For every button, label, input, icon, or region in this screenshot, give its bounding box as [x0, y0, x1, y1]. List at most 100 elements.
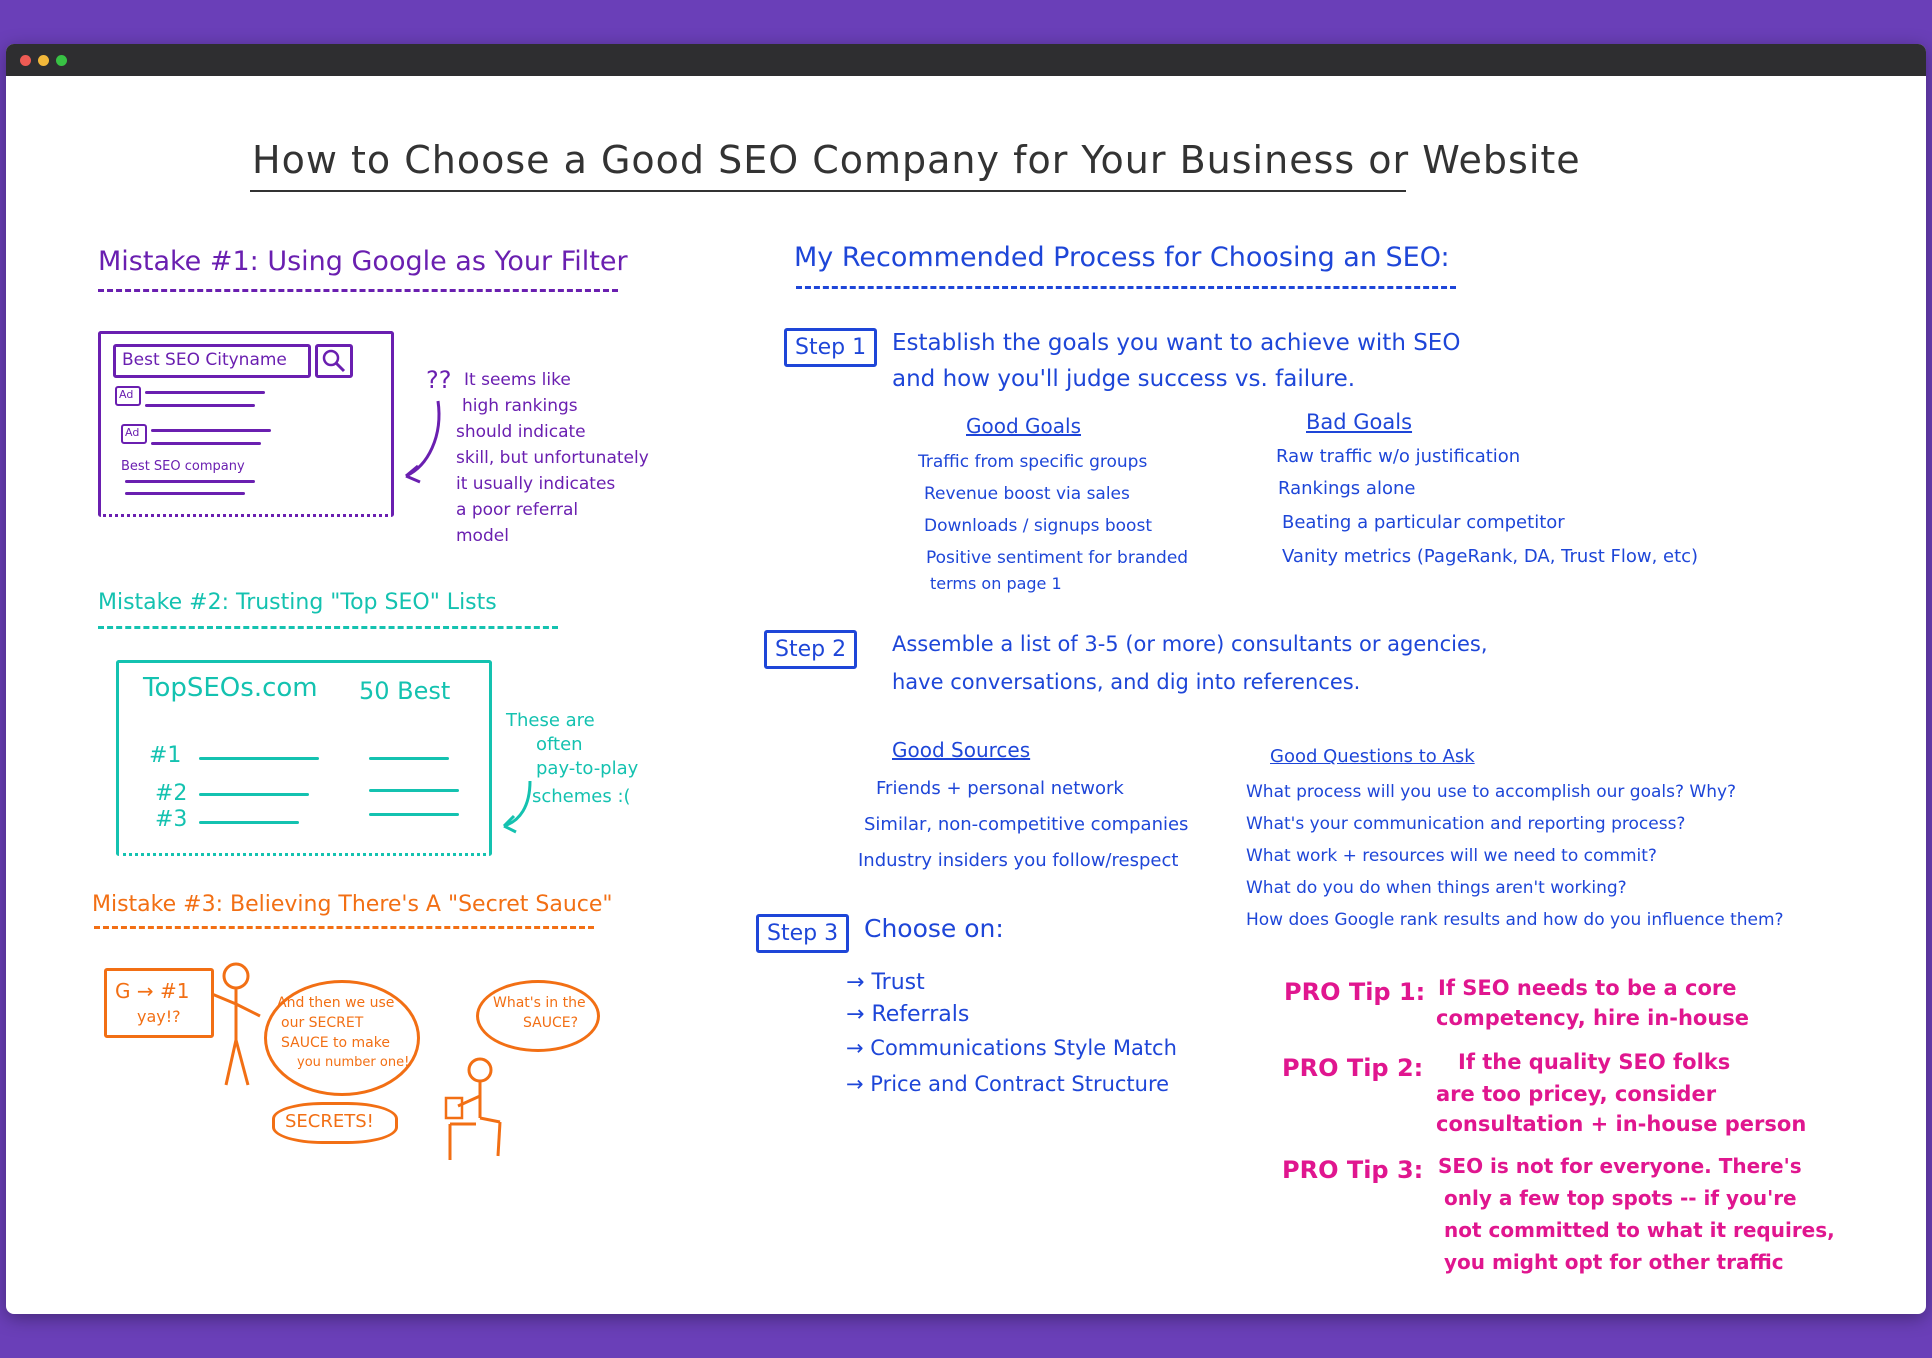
bad-goal-item: Vanity metrics (PageRank, DA, Trust Flow…: [1282, 546, 1699, 567]
secrets-bubble: SECRETS!: [272, 1102, 398, 1144]
ranking-sign: G → #1 yay!?: [104, 968, 214, 1038]
list-line: [199, 821, 299, 824]
mistake2-note-line: These are: [506, 710, 595, 731]
good-source-item: Similar, non-competitive companies: [864, 814, 1189, 835]
search-button: [315, 344, 353, 378]
protip1-line: If SEO needs to be a core: [1438, 976, 1737, 1000]
protip2-line: are too pricey, consider: [1436, 1082, 1717, 1106]
bad-goal-item: Raw traffic w/o justification: [1276, 446, 1521, 467]
secrets-text: SECRETS!: [285, 1111, 374, 1132]
result-line: [145, 404, 255, 407]
step1-text: Establish the goals you want to achieve …: [892, 330, 1461, 356]
choose-criterion: → Price and Contract Structure: [846, 1072, 1170, 1096]
mistake3-heading: Mistake #3: Believing There's A "Secret …: [92, 892, 613, 917]
mistake1-note-marks: ??: [426, 366, 452, 394]
protip3-line: only a few top spots -- if you're: [1444, 1186, 1797, 1210]
whiteboard: How to Choose a Good SEO Company for You…: [6, 76, 1926, 1314]
good-goal-item: Downloads / signups boost: [924, 516, 1152, 536]
mistake2-note-line: schemes :(: [532, 786, 631, 807]
bad-goal-item: Beating a particular competitor: [1282, 512, 1565, 533]
ad-badge-2: Ad: [121, 424, 147, 444]
list-line: [369, 813, 459, 816]
protip1-line: competency, hire in-house: [1436, 1006, 1750, 1030]
maximize-window-icon[interactable]: [56, 55, 67, 66]
choose-criterion: → Communications Style Match: [846, 1036, 1177, 1060]
result-line: [125, 480, 255, 483]
list-line: [199, 793, 309, 796]
close-window-icon[interactable]: [20, 55, 31, 66]
protip3-line: SEO is not for everyone. There's: [1438, 1154, 1802, 1178]
mistake2-heading: Mistake #2: Trusting "Top SEO" Lists: [98, 590, 497, 615]
choose-criterion: → Referrals: [846, 1002, 970, 1027]
mistake1-note-line: skill, but unfortunately: [456, 448, 649, 468]
speech-bubble-client: What's in the SAUCE?: [476, 980, 600, 1052]
mistake1-note-line: it usually indicates: [456, 474, 616, 494]
result-line: [145, 391, 265, 394]
step1-text: and how you'll judge success vs. failure…: [892, 366, 1356, 392]
good-goal-item: Positive sentiment for branded: [926, 548, 1189, 568]
step2-text: Assemble a list of 3-5 (or more) consult…: [892, 632, 1488, 656]
curved-arrow-icon: [405, 400, 441, 484]
list-line: [199, 757, 319, 760]
protip3-line: you might opt for other traffic: [1444, 1250, 1784, 1274]
mistake1-heading: Mistake #1: Using Google as Your Filter: [98, 246, 628, 277]
good-sources-title: Good Sources: [892, 738, 1031, 762]
top-seo-list-sketch: TopSEOs.com 50 Best #1 #2 #3: [116, 660, 492, 856]
good-goals-title: Good Goals: [966, 414, 1081, 438]
step2-label: Step 2: [764, 630, 858, 669]
list-line: [369, 789, 459, 792]
sign-line: yay!?: [137, 1007, 181, 1026]
protip3-line: not committed to what it requires,: [1444, 1218, 1835, 1242]
organic-result: Best SEO company: [121, 459, 245, 474]
window-titlebar: [6, 44, 1926, 76]
search-icon: [322, 349, 346, 373]
process-heading: My Recommended Process for Choosing an S…: [794, 242, 1450, 273]
stick-figure-client-icon: [444, 1057, 502, 1160]
good-question-item: What work + resources will we need to co…: [1246, 846, 1657, 866]
protip3-label: PRO Tip 3:: [1282, 1156, 1424, 1184]
sign-line: G → #1: [115, 979, 190, 1003]
browser-window: How to Choose a Good SEO Company for You…: [6, 44, 1926, 1314]
mistake1-note-line: high rankings: [462, 396, 578, 416]
result-line: [151, 429, 271, 432]
step3-label: Step 3: [756, 914, 850, 953]
rank-label: #2: [155, 781, 188, 806]
choose-criterion: → Trust: [846, 970, 925, 995]
rank-label: #1: [149, 743, 182, 768]
process-underline: [796, 286, 1456, 289]
bad-goal-item: Rankings alone: [1278, 478, 1416, 499]
good-question-item: What do you do when things aren't workin…: [1246, 878, 1627, 898]
good-question-item: How does Google rank results and how do …: [1246, 910, 1784, 930]
list-best-label: 50 Best: [359, 677, 451, 705]
result-line: [151, 442, 261, 445]
good-goal-item: Revenue boost via sales: [924, 484, 1130, 504]
good-source-item: Friends + personal network: [876, 778, 1124, 799]
board-title: How to Choose a Good SEO Company for You…: [252, 138, 1581, 182]
mistake3-underline: [94, 926, 594, 929]
curved-arrow-icon: [502, 780, 532, 834]
good-source-item: Industry insiders you follow/respect: [858, 850, 1179, 871]
mistake2-note-line: often: [536, 734, 583, 755]
result-line: [125, 492, 245, 495]
mistake1-note-line: model: [456, 526, 509, 546]
good-goal-item: terms on page 1: [930, 574, 1062, 593]
mistake2-underline: [98, 626, 558, 629]
good-questions-title: Good Questions to Ask: [1270, 746, 1475, 767]
search-box: Best SEO Cityname: [113, 344, 311, 378]
mistake1-note-line: a poor referral: [456, 500, 579, 520]
mistake1-note-line: should indicate: [456, 422, 586, 442]
step2-text: have conversations, and dig into referen…: [892, 670, 1361, 694]
title-underline: [250, 190, 1406, 192]
good-question-item: What process will you use to accomplish …: [1246, 782, 1737, 802]
protip2-line: If the quality SEO folks: [1458, 1050, 1731, 1074]
list-line: [369, 757, 449, 760]
step3-text: Choose on:: [864, 914, 1004, 943]
protip2-line: consultation + in-house person: [1436, 1112, 1807, 1136]
protip1-label: PRO Tip 1:: [1284, 978, 1426, 1006]
rank-label: #3: [155, 807, 188, 832]
minimize-window-icon[interactable]: [38, 55, 49, 66]
stick-figure-consultant-icon: [211, 962, 261, 1086]
good-question-item: What's your communication and reporting …: [1246, 814, 1686, 834]
search-box-text: Best SEO Cityname: [122, 350, 287, 370]
good-goal-item: Traffic from specific groups: [918, 452, 1148, 472]
